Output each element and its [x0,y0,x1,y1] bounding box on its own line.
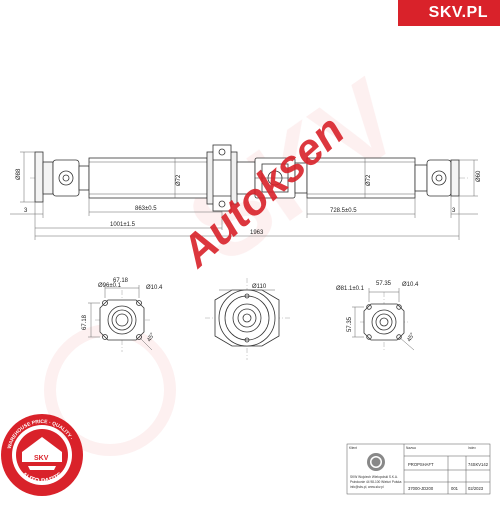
left-flange-angle: 45° [147,332,157,343]
tb-ref-value: 37000-JD200 [408,486,434,491]
tb-index-value: 74SKV142 [468,462,489,467]
background-watermark: SKV [44,56,423,456]
tb-rev-value: 001 [451,486,459,491]
title-block [346,443,491,495]
propshaft-side-view [30,144,468,212]
right-flange-pcd: Ø81.1±0.1 [336,286,365,292]
left-flange-pcd: Ø96±0.1 [98,283,122,289]
tb-name-value: PROPSHAFT [408,462,434,467]
tb-company-line3: info@skv.pl, www.skv.pl [350,485,384,489]
tb-company-line1: SKW Wojciech Wielopolski S.K.A. [350,475,398,479]
center-bearing-view [205,278,290,360]
tb-company-label: Klient [349,446,357,450]
skv-logo-text: SKV.PL [428,4,488,21]
right-flange-angle: 45° [407,332,417,343]
edge-right-label: 3 [452,208,456,214]
right-flange-offset-side: 57.35 [347,316,353,332]
right-flange-labels: Ø81.1±0.1 57.35 Ø10.4 57.35 45° [336,281,419,343]
len-total-label: 1963 [250,230,264,236]
left-flange-view [88,285,153,352]
skv-logo-badge[interactable]: SKV.PL [398,0,500,26]
right-flange-view [352,288,415,352]
right-flange-dia-label: Ø60 [476,170,482,182]
title-block-text: Klient Nazwa Index PROPSHAFT 74SKV142 SK… [349,446,489,491]
left-flange-labels: Ø96±0.1 67.18 Ø10.4 67.18 45° [82,278,163,343]
tb-name-label: Nazwa [406,446,416,450]
right-flange-hole: Ø10.4 [402,282,419,288]
seal-inner-text: SKV [34,455,49,462]
center-bearing-labels: Ø110 [252,284,267,290]
len-1001-label: 1001±1.5 [110,222,136,228]
left-flange-dia-label: Ø88 [16,168,22,180]
right-flange-offset-top: 57.35 [376,281,392,287]
center-bearing-dia: Ø110 [252,284,267,290]
skv-seal-icon [1,414,83,496]
left-flange-offset-side: 67.18 [82,314,88,330]
left-flange-offset-top: 67.18 [113,278,129,284]
tb-company-line2: Pstrokonie 44 98-100 Wieluń Polska [350,480,402,484]
dimension-lines [10,151,478,240]
tb-index-label: Index [468,446,476,450]
left-flange-hole: Ø10.4 [146,285,163,291]
dimension-labels: Ø88 Ø72 Ø72 Ø60 863±0.5 728.5±0.5 1001±1… [16,168,482,236]
tb-date-value: 02/2023 [468,486,484,491]
len-863-label: 863±0.5 [135,206,157,212]
len-728-label: 728.5±0.5 [330,208,357,214]
edge-left-label: 3 [24,208,28,214]
tube2-dia-label: Ø72 [366,174,372,186]
tube1-dia-label: Ø72 [176,174,182,186]
